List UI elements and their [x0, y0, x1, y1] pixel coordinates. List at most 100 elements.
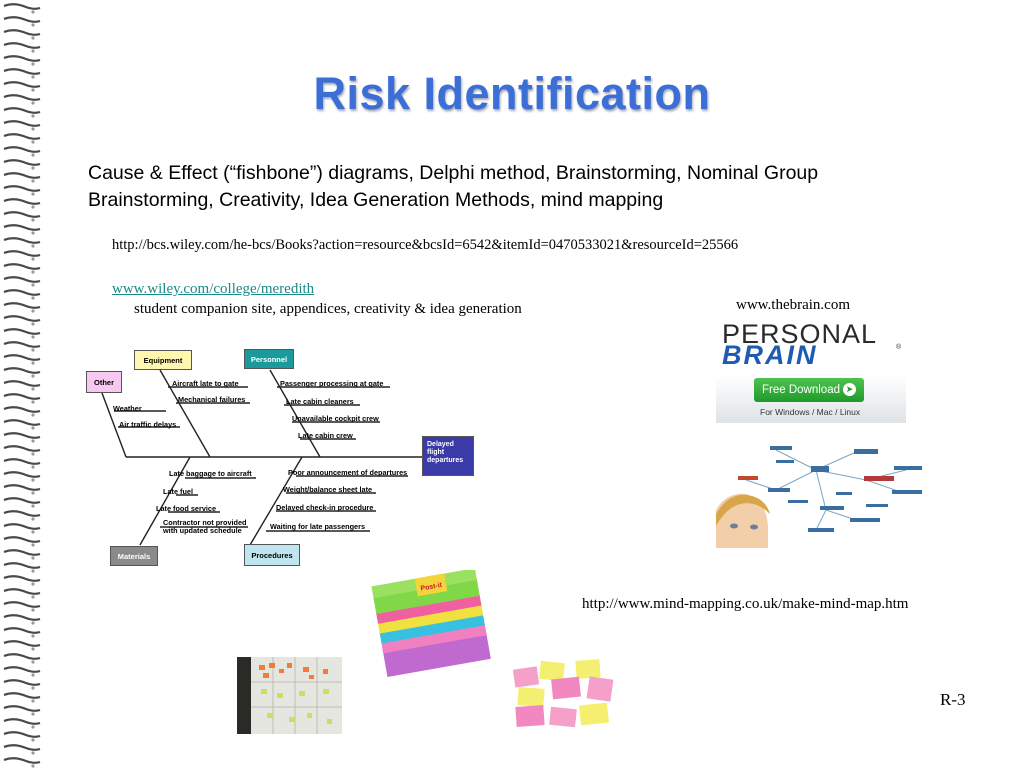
binding-hole: [31, 400, 35, 404]
binding-ring: [3, 42, 41, 49]
wiley-books-url: http://bcs.wiley.com/he-bcs/Books?action…: [112, 237, 739, 253]
intro-line-2: Brainstorming, Creativity, Idea Generati…: [88, 189, 664, 211]
thebrain-url: www.thebrain.com: [736, 297, 850, 313]
fishbone-lines: [101, 369, 422, 546]
free-download-button[interactable]: Free Download ➤: [754, 378, 864, 402]
binding-ring: [3, 328, 41, 335]
binding-hole: [31, 75, 35, 79]
cause-label: Delayed check-in procedure: [276, 503, 374, 512]
binding-ring: [3, 432, 41, 439]
binding-hole: [31, 10, 35, 14]
binding-ring: [3, 666, 41, 673]
binding-ring: [3, 16, 41, 23]
binding-hole: [31, 647, 35, 651]
binding-hole: [31, 374, 35, 378]
mindmap-graphic: [716, 446, 922, 548]
intro-line-1: Cause & Effect (“fishbone”) diagrams, De…: [88, 162, 819, 184]
binding-ring: [3, 55, 41, 62]
mindmap-url: http://www.mind-mapping.co.uk/make-mind-…: [582, 596, 909, 612]
binding-ring: [3, 445, 41, 452]
page-number: R-3: [940, 690, 966, 709]
binding-hole: [31, 361, 35, 365]
fishbone-personnel-box: Personnel: [244, 349, 294, 369]
binding-ring: [3, 393, 41, 400]
binding-ring: [3, 380, 41, 387]
binding-ring: [3, 211, 41, 218]
binding-hole: [31, 244, 35, 248]
binding-ring: [3, 172, 41, 179]
binding-ring: [3, 640, 41, 647]
binding-ring: [3, 588, 41, 595]
binding-hole: [31, 582, 35, 586]
binding-ring: [3, 601, 41, 608]
meredith-link[interactable]: www.wiley.com/college/meredith: [112, 281, 315, 297]
binding-hole: [31, 413, 35, 417]
binding-hole: [31, 49, 35, 53]
binding-hole: [31, 348, 35, 352]
cause-label: Waiting for late passengers: [270, 522, 366, 531]
binding-hole: [31, 192, 35, 196]
binding-ring: [3, 614, 41, 621]
postit-stack-image: Post-it: [370, 568, 500, 690]
binding-hole: [31, 101, 35, 105]
binding-hole: [31, 712, 35, 716]
binding-ring: [3, 185, 41, 192]
binding-ring: [3, 562, 41, 569]
binding-ring: [3, 549, 41, 556]
binding-hole: [31, 283, 35, 287]
binding-ring: [3, 237, 41, 244]
cause-label: Late cabin crew: [298, 431, 353, 440]
binding-ring: [3, 367, 41, 374]
binding-hole: [31, 517, 35, 521]
fishbone-procedures-box: Procedures: [244, 544, 300, 566]
binding-hole: [31, 660, 35, 664]
binding-ring: [3, 679, 41, 686]
cause-label: Air traffic delays: [119, 420, 177, 429]
cause-label: Unavailable cockpit crew: [292, 414, 379, 423]
fishbone-equipment-box: Equipment: [134, 350, 192, 370]
binding-ring: [3, 94, 41, 101]
binding-hole: [31, 595, 35, 599]
personal-brain-ad[interactable]: PERSONAL BRAIN ® Free Download ➤ For Win…: [716, 317, 906, 423]
binding-hole: [31, 569, 35, 573]
binding-ring: [3, 497, 41, 504]
brainstorm-wall-image: [237, 657, 342, 734]
binding-hole: [31, 88, 35, 92]
binding-ring: [3, 341, 41, 348]
binding-ring: [3, 107, 41, 114]
brand-top: PERSONAL: [722, 319, 878, 349]
mindmap-image: [716, 430, 928, 548]
binding-ring: [3, 536, 41, 543]
binding-ring: [3, 224, 41, 231]
binding-hole: [31, 270, 35, 274]
binding-hole: [31, 335, 35, 339]
binding-ring: [3, 692, 41, 699]
binding-ring: [3, 653, 41, 660]
cause-label: Poor announcement of departures: [288, 468, 408, 477]
postit-logo-text: Post-it: [420, 582, 443, 593]
binding-hole: [31, 140, 35, 144]
binding-ring: [3, 68, 41, 75]
cause-label: Late fuel: [163, 487, 194, 496]
cause-label: Contractor not provided with updated sch…: [163, 518, 247, 535]
binding-ring: [3, 575, 41, 582]
fishbone-materials-box: Materials: [110, 546, 158, 566]
binding-hole: [31, 634, 35, 638]
binding-ring: [3, 315, 41, 322]
download-arrow-icon: ➤: [843, 383, 856, 396]
binding-ring: [3, 458, 41, 465]
spiral-binding: [0, 0, 44, 768]
binding-ring: [3, 263, 41, 270]
binding-ring: [3, 523, 41, 530]
binding-hole: [31, 387, 35, 391]
cause-label: Weight/balance sheet late: [283, 485, 373, 494]
binding-hole: [31, 231, 35, 235]
cause-label: Passenger processing at gate: [280, 379, 384, 388]
intro-text: Cause & Effect (“fishbone”) diagrams, De…: [88, 160, 968, 214]
binding-ring: [3, 146, 41, 153]
fishbone-effect-box: Delayed flight departures: [422, 436, 474, 476]
binding-hole: [31, 556, 35, 560]
binding-ring: [3, 198, 41, 205]
binding-hole: [31, 621, 35, 625]
binding-hole: [31, 257, 35, 261]
